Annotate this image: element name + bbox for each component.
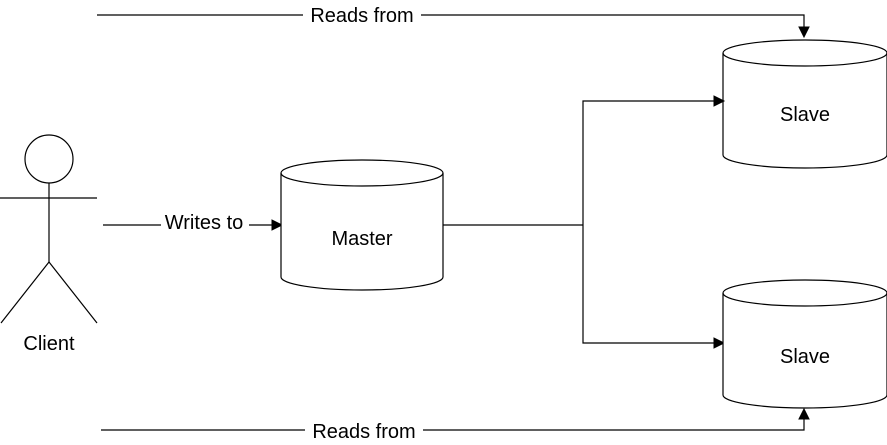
reads-from-bottom-edge: Reads from xyxy=(101,407,810,445)
replication-line-to-top-slave xyxy=(582,100,715,225)
replication-edges xyxy=(443,95,726,349)
reads-from-top-label: Reads from xyxy=(310,5,413,27)
reads-from-bottom-label: Reads from xyxy=(312,421,415,443)
replication-bottom-arrowhead xyxy=(713,337,726,349)
slave-top-cylinder xyxy=(722,39,887,169)
client-head xyxy=(24,134,74,184)
reads-from-top-line xyxy=(97,14,805,28)
client-left-leg xyxy=(0,261,50,324)
reads-from-bottom-arrowhead xyxy=(798,407,810,420)
slave-bottom-cylinder xyxy=(722,279,887,409)
replication-line-to-bottom-slave xyxy=(582,225,715,344)
master-label: Master xyxy=(331,228,392,250)
client-right-leg xyxy=(48,261,98,324)
reads-from-bottom-line xyxy=(101,418,805,431)
writes-to-arrowhead xyxy=(271,219,284,231)
slave-bottom-node[interactable]: Slave xyxy=(722,279,887,409)
writes-to-edge: Writes to xyxy=(103,212,284,236)
writes-to-label: Writes to xyxy=(165,212,244,234)
client-label: Client xyxy=(23,333,75,355)
master-node[interactable]: Master xyxy=(280,159,444,291)
reads-from-top-arrowhead xyxy=(798,26,810,39)
slave-bottom-label: Slave xyxy=(780,346,830,368)
master-cylinder xyxy=(280,159,444,291)
client-actor[interactable]: Client xyxy=(0,134,98,355)
slave-top-label: Slave xyxy=(780,104,830,126)
reads-from-top-edge: Reads from xyxy=(97,3,810,39)
replication-top-arrowhead xyxy=(713,95,726,107)
slave-top-node[interactable]: Slave xyxy=(722,39,887,169)
